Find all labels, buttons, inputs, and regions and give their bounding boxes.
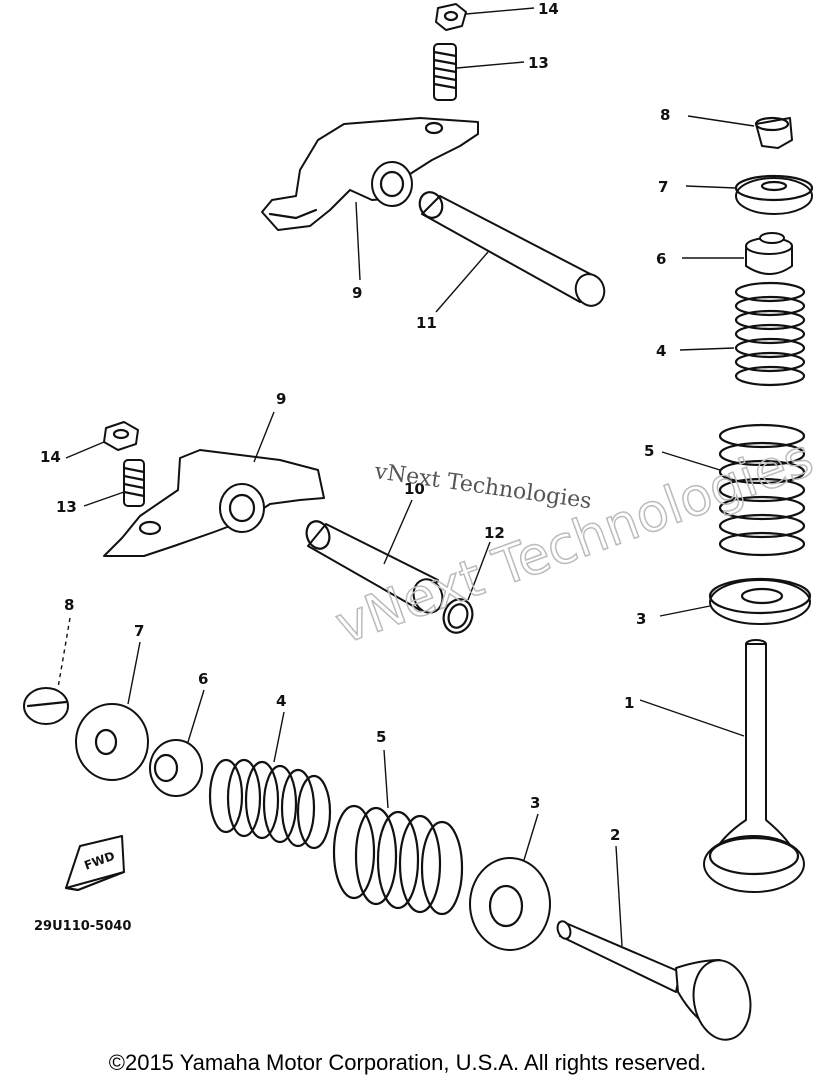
callout-inner-spring-left: 4 <box>276 692 286 710</box>
top-rocker-arm <box>261 117 479 231</box>
mid-rocker-shaft <box>305 520 444 614</box>
callout-rocker-top: 9 <box>352 284 362 302</box>
left-cotter <box>23 687 69 725</box>
right-outer-spring <box>718 423 806 557</box>
callout-shaft-top: 11 <box>416 314 437 332</box>
mid-rocker-arm <box>103 449 325 557</box>
callout-outer-spring-left: 5 <box>376 728 386 746</box>
top-nut <box>435 3 467 31</box>
callout-retainer-left: 7 <box>134 622 144 640</box>
mid-oring <box>442 598 474 634</box>
left-inner-spring <box>208 758 332 850</box>
watermark-text: vNext Technologies <box>372 459 593 514</box>
callout-spring-seat-right: 3 <box>636 610 646 628</box>
callout-shaft-mid: 10 <box>404 480 425 498</box>
top-stud <box>432 43 458 101</box>
callout-rocker-mid: 9 <box>276 390 286 408</box>
left-outer-spring <box>332 804 464 916</box>
callout-top-nut: 14 <box>538 0 559 18</box>
callout-cotter-right: 8 <box>660 106 670 124</box>
callout-top-stud: 13 <box>528 54 549 72</box>
right-inner-spring <box>734 281 806 387</box>
left-retainer <box>75 703 149 781</box>
callout-retainer-right: 7 <box>658 178 668 196</box>
left-seat <box>149 739 203 797</box>
callout-oring: 12 <box>484 524 505 542</box>
left-spring-seat <box>469 857 551 951</box>
callout-stud-mid: 13 <box>56 498 77 516</box>
right-spring-seat <box>708 577 812 625</box>
part-number: 29U110-5040 <box>34 919 131 934</box>
right-retainer <box>734 174 814 215</box>
callout-seat-left: 6 <box>198 670 208 688</box>
callout-inner-spring-right: 4 <box>656 342 666 360</box>
mid-nut <box>103 421 139 451</box>
callout-valve-right: 1 <box>624 694 634 712</box>
callout-nut-mid: 14 <box>40 448 61 466</box>
fwd-arrow-icon: FWD <box>64 835 126 892</box>
left-valve <box>556 920 752 1041</box>
mid-stud <box>122 459 146 507</box>
callout-cotter-left: 8 <box>64 596 74 614</box>
callout-outer-spring-right: 5 <box>644 442 654 460</box>
callout-seat-right: 6 <box>656 250 666 268</box>
callout-spring-seat-left: 3 <box>530 794 540 812</box>
right-seat <box>745 232 793 275</box>
right-valve <box>703 639 805 893</box>
callout-valve-left: 2 <box>610 826 620 844</box>
right-cotter <box>754 116 793 149</box>
top-rocker-shaft <box>418 191 606 307</box>
copyright-footer: ©2015 Yamaha Motor Corporation, U.S.A. A… <box>108 1050 707 1075</box>
